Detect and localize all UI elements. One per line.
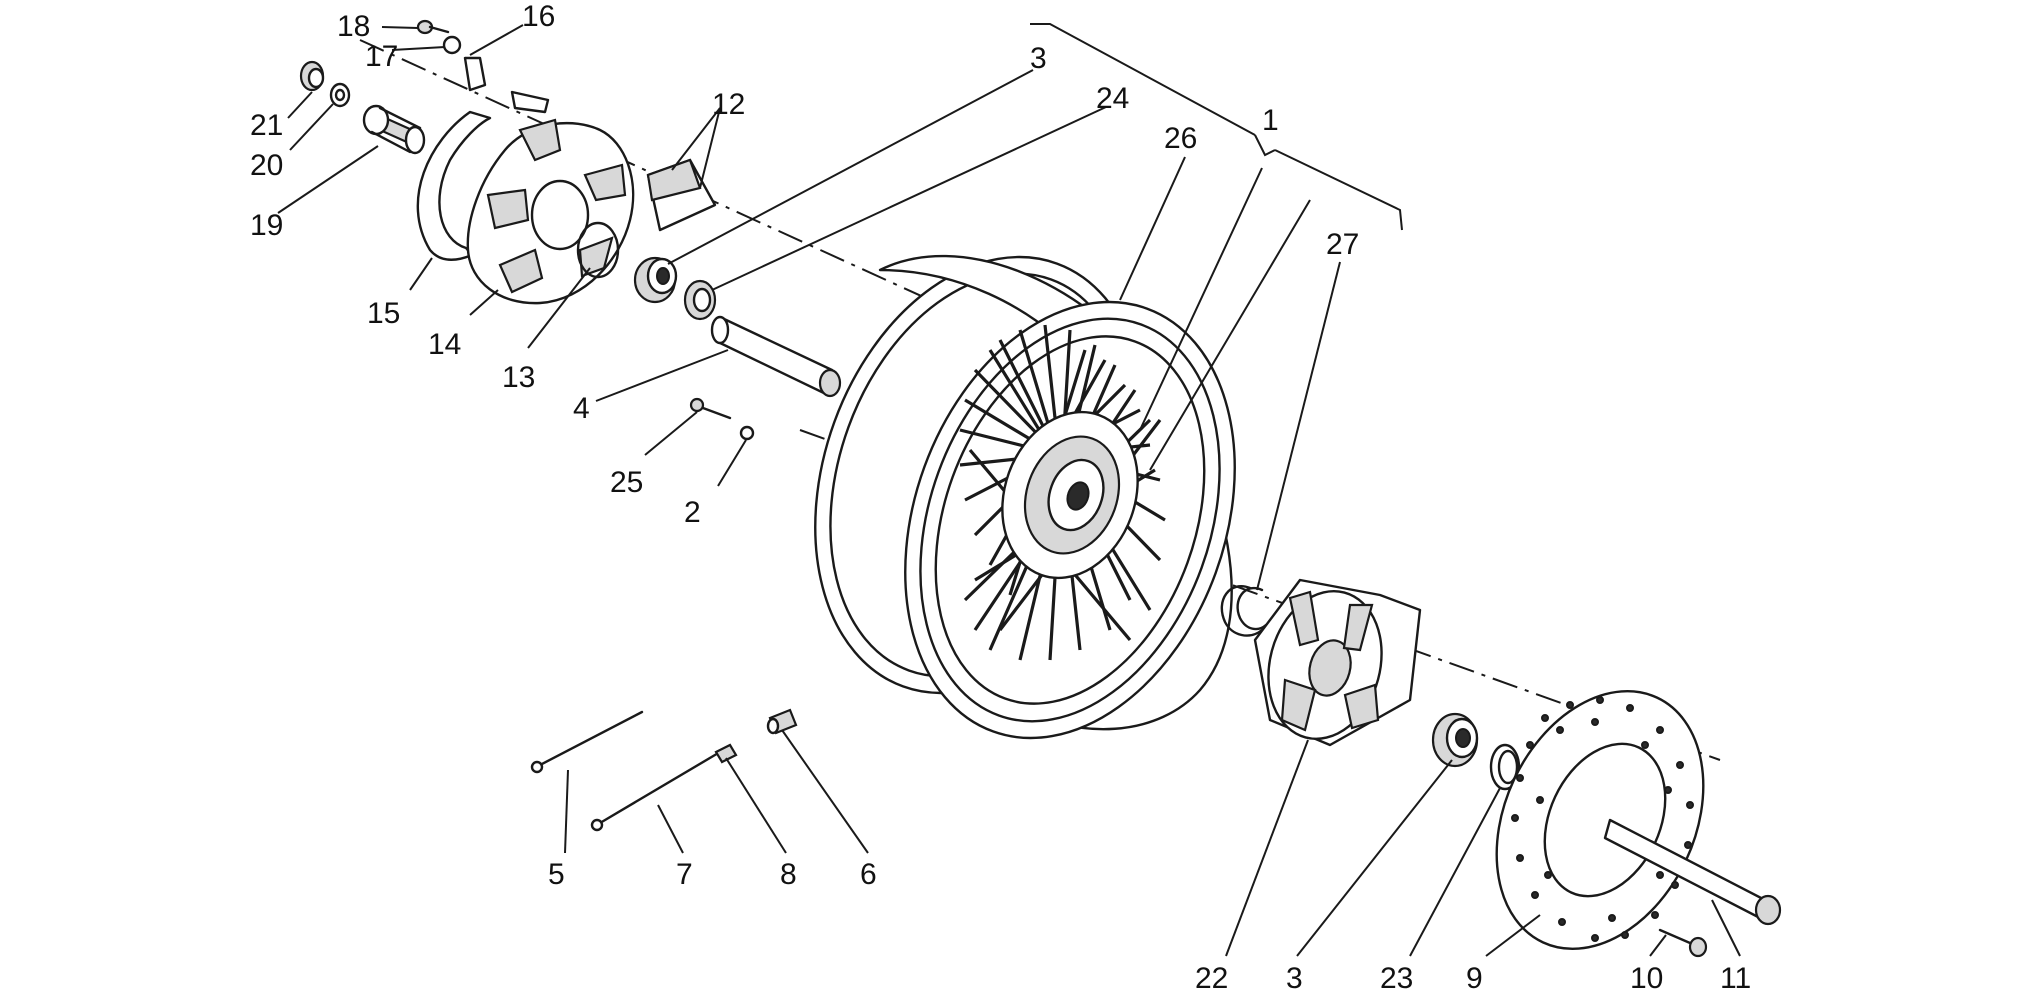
callout-26: 26: [1164, 122, 1197, 155]
brake-plate-part-14: [466, 90, 635, 305]
callout-3-bottom: 3: [1286, 962, 1303, 995]
brake-disc-part-9: [1495, 690, 1705, 950]
spacer-tube-part-4: [710, 315, 842, 398]
nipple-part-6: [766, 708, 798, 735]
callout-12: 12: [712, 88, 745, 121]
oring-part-13: [576, 221, 620, 279]
callout-13: 13: [502, 361, 535, 394]
callout-8: 8: [780, 858, 797, 891]
callout-16: 16: [522, 0, 555, 33]
bearing-part-3-right: [1431, 712, 1479, 768]
screw-part-25: [689, 397, 732, 420]
nipple-part-8: [714, 743, 738, 764]
callout-19: 19: [250, 209, 283, 242]
callout-27: 27: [1326, 228, 1359, 261]
callout-14: 14: [428, 328, 461, 361]
leader-lines: [277, 24, 1741, 957]
callout-23: 23: [1380, 962, 1413, 995]
callout-18: 18: [337, 10, 370, 43]
callout-labels: 18 16 17 21 20 19 15 14 13 12 3 24 26 1 …: [250, 0, 1751, 995]
group-bracket: [1030, 23, 1403, 231]
clip-part-16: [463, 56, 487, 92]
circlip-part-27: [1220, 585, 1268, 637]
nut-part-21: [299, 60, 325, 92]
callout-4: 4: [573, 392, 590, 425]
callout-9: 9: [1466, 962, 1483, 995]
callout-22: 22: [1195, 962, 1228, 995]
callout-21: 21: [250, 109, 283, 142]
screw-part-18: [416, 19, 450, 35]
callout-2: 2: [684, 496, 701, 529]
bearing-part-3-left: [633, 256, 678, 304]
callout-6: 6: [860, 858, 877, 891]
callout-20: 20: [250, 149, 283, 182]
callout-17: 17: [365, 40, 398, 73]
axle-part-11: [1603, 818, 1782, 926]
callout-5: 5: [548, 858, 565, 891]
bolt-part-10: [1658, 928, 1708, 958]
washer-part-20: [329, 82, 351, 108]
loose-spoke-part-7: [590, 750, 722, 832]
washer-part-2: [739, 425, 755, 441]
spacer-part-19: [362, 104, 426, 155]
callout-10: 10: [1630, 962, 1663, 995]
loose-spoke-part-5: [530, 710, 644, 774]
callout-7: 7: [676, 858, 693, 891]
callout-25: 25: [610, 466, 643, 499]
callout-3-top: 3: [1030, 42, 1047, 75]
callout-24: 24: [1096, 82, 1129, 115]
cush-drive-flange-part-22: [1253, 578, 1422, 747]
callout-1: 1: [1262, 104, 1279, 137]
washer-part-17: [442, 35, 462, 55]
hub: [1001, 410, 1139, 580]
seal-part-24: [683, 279, 717, 321]
callout-11: 11: [1720, 962, 1751, 995]
circlip-part-23: [1489, 743, 1521, 791]
callout-15: 15: [367, 297, 400, 330]
